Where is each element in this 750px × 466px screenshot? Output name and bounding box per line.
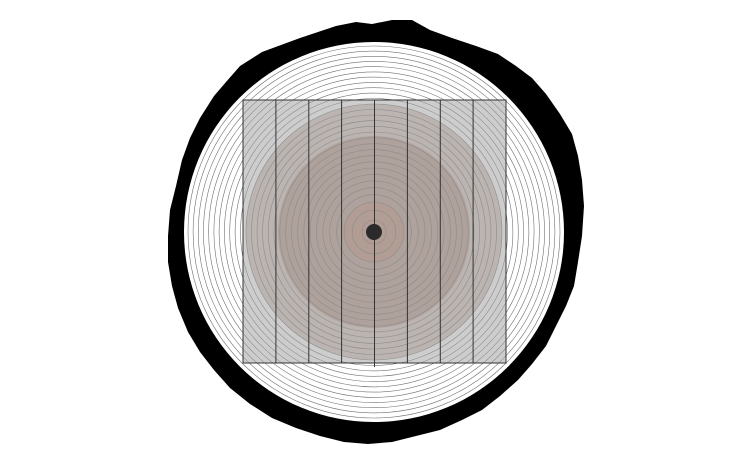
growth-ring <box>229 87 519 377</box>
growth-ring <box>234 92 514 372</box>
growth-ring <box>208 66 540 398</box>
sawn-board <box>440 100 473 363</box>
pith <box>366 224 382 240</box>
growth-ring <box>187 45 561 419</box>
growth-ring <box>192 50 556 414</box>
sawn-board <box>276 100 309 363</box>
growth-ring <box>224 82 524 382</box>
sawn-board <box>243 100 276 363</box>
growth-ring <box>198 56 550 408</box>
sawn-board <box>407 100 440 363</box>
sawn-board <box>473 100 506 363</box>
growth-ring <box>218 76 530 388</box>
growth-ring <box>213 71 535 393</box>
growth-ring <box>203 61 545 403</box>
sawn-board <box>309 100 342 363</box>
